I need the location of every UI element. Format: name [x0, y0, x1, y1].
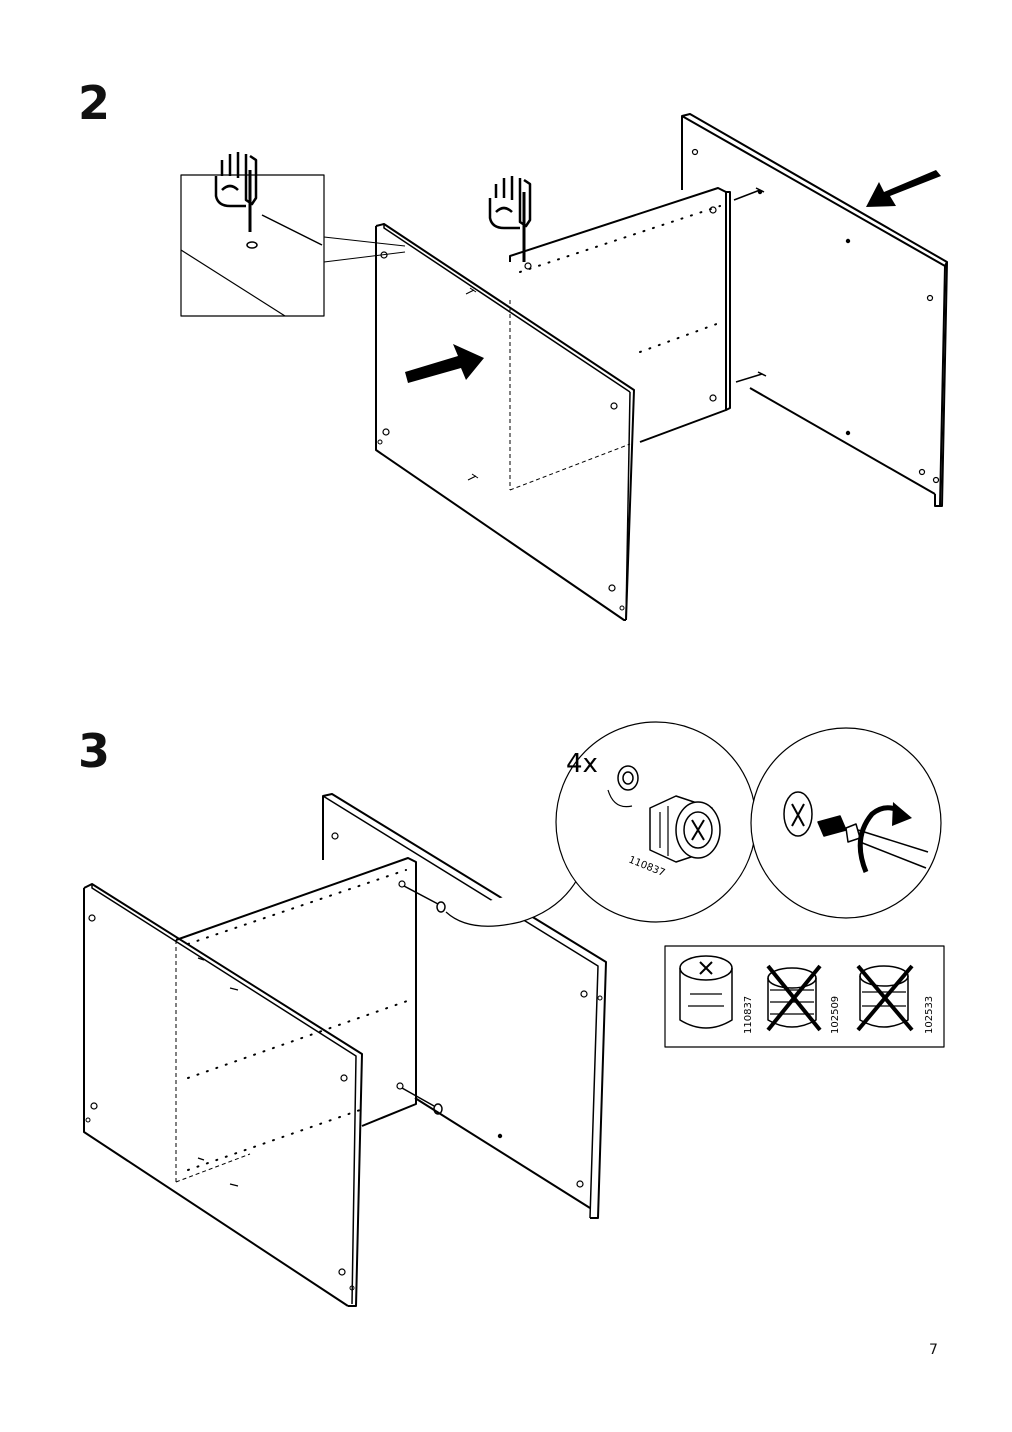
- left-side-panel-3: [83, 883, 363, 1307]
- left-side-panel: [375, 223, 635, 621]
- callout-connector: [445, 877, 579, 927]
- right-side-panel: [681, 113, 948, 507]
- comparison-part-1: 110837: [743, 996, 754, 1034]
- step-2-diagram: [180, 113, 948, 621]
- comparison-part-3: 102533: [924, 996, 935, 1034]
- hand-pointer-icon: [214, 152, 258, 232]
- correct-fitting-icon: [679, 955, 733, 1029]
- step-3-diagram: 110837 4x: [83, 721, 945, 1307]
- cam-lock-large-icon: [649, 795, 721, 863]
- tighten-callout: [750, 727, 942, 919]
- cam-lock-callout: 110837 4x: [555, 721, 757, 923]
- detail-inset-box: [180, 174, 406, 317]
- right-side-panel-3: [322, 793, 607, 1219]
- page-number: 7: [929, 1342, 938, 1358]
- rotate-arrow-icon: [857, 802, 912, 873]
- back-panel-3: [175, 857, 446, 1187]
- push-arrow-icon-2: [866, 170, 941, 207]
- back-panel: [509, 187, 767, 491]
- step-2-number: 2: [78, 76, 111, 130]
- cross-out-icon-2: [856, 964, 914, 1032]
- screwdriver-icon: [817, 815, 929, 869]
- cam-lock-fitting-icon: [607, 765, 639, 808]
- hand-pointer-icon-2: [488, 176, 532, 262]
- fitting-comparison-box: 110837 102509 102533: [664, 945, 945, 1048]
- quantity-label: 4x: [566, 749, 598, 779]
- cross-out-icon: [766, 964, 822, 1032]
- push-arrow-icon: [405, 344, 484, 383]
- step-3-number: 3: [78, 724, 111, 778]
- comparison-part-2: 102509: [830, 996, 841, 1034]
- cam-lock-face-icon: [783, 791, 813, 837]
